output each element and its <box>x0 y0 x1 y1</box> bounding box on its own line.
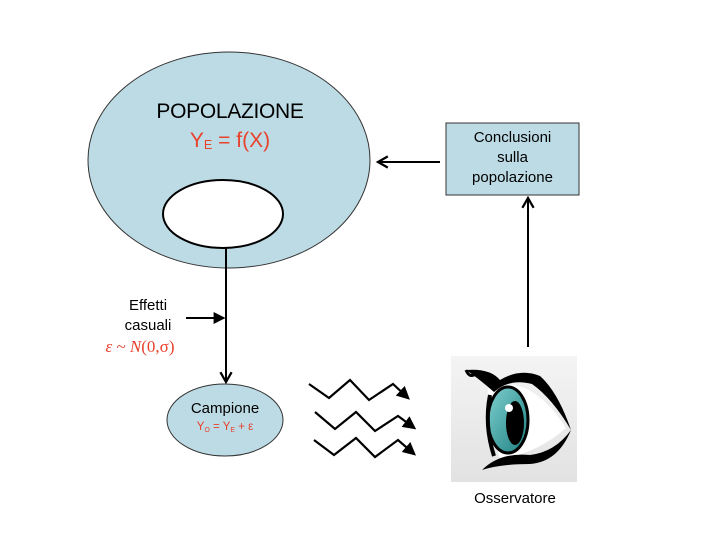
tilde: ~ <box>112 337 130 356</box>
eye-icon <box>451 356 577 482</box>
epsilon: ε <box>105 337 113 356</box>
sample-formula: YO = YE + ε <box>167 421 283 434</box>
zigzag-arrow-icon <box>308 378 410 402</box>
observer-label: Osservatore <box>474 490 556 507</box>
random-effects-line: Effetti <box>128 297 168 314</box>
error-distribution-equation: ε ~ N(0,σ) <box>80 337 200 357</box>
random-effects-line: casuali <box>124 317 172 334</box>
sample-selection-ellipse <box>162 179 284 249</box>
population-title: POPOLAZIONE <box>156 100 304 123</box>
formula-subscript: E <box>203 138 213 152</box>
formula-rhs: = f(X) <box>212 129 271 152</box>
conclusions-line: sulla <box>497 149 528 166</box>
conclusions-line: popolazione <box>472 169 553 186</box>
population-ellipse <box>87 51 371 269</box>
formula-plus-epsilon: + ε <box>235 421 254 433</box>
zigzag-arrow-icon <box>314 410 417 433</box>
conclusions-line: Conclusioni <box>473 129 552 146</box>
normal-symbol: N <box>129 337 142 356</box>
conclusions-label: Conclusioni sulla popolazione <box>446 128 579 188</box>
normal-args: (0,σ) <box>141 337 175 356</box>
formula-subscript: O <box>204 427 210 434</box>
random-effects-label: Effetti casuali <box>98 296 198 336</box>
formula-equals: = Y <box>209 421 231 433</box>
sample-ellipse <box>166 383 284 457</box>
formula-y: Y <box>189 129 204 152</box>
signal-waves <box>308 378 417 459</box>
conclusions-box <box>445 122 580 196</box>
formula-subscript: E <box>230 427 235 434</box>
sample-title: Campione <box>190 400 260 417</box>
zigzag-arrow-icon <box>313 436 416 459</box>
formula-y: Y <box>196 421 205 433</box>
population-formula: YE = f(X) <box>120 129 340 153</box>
